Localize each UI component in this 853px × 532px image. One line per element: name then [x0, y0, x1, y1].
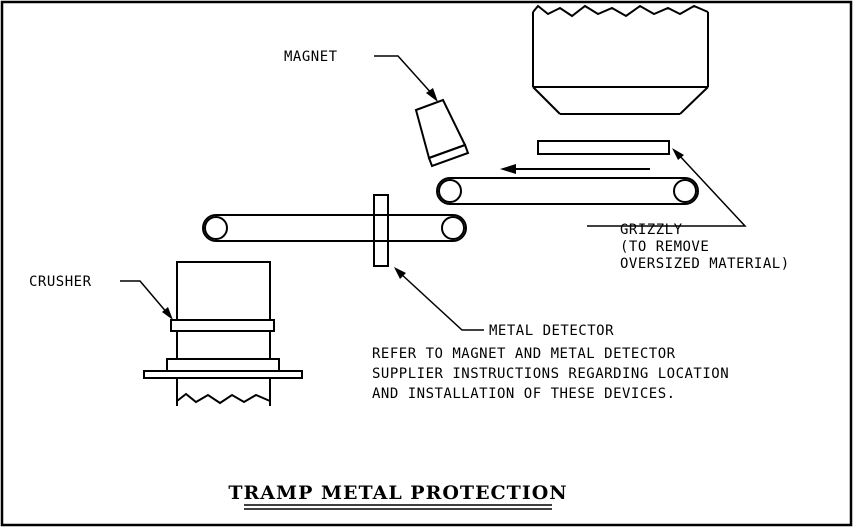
note-line2: SUPPLIER INSTRUCTIONS REGARDING LOCATION [372, 366, 729, 382]
crusher-device [143, 261, 303, 406]
hopper [532, 4, 709, 115]
drawing-title: TRAMP METAL PROTECTION [228, 482, 567, 504]
metal-detector-device [373, 194, 389, 267]
flow-arrow-icon [500, 164, 650, 174]
grizzly-label-line3: OVERSIZED MATERIAL) [620, 256, 790, 272]
grizzly-label-line2: (TO REMOVE [620, 239, 709, 255]
note-line1: REFER TO MAGNET AND METAL DETECTOR [372, 346, 676, 362]
note-line3: AND INSTALLATION OF THESE DEVICES. [372, 386, 676, 402]
upper-conveyor [436, 177, 699, 205]
magnet-device [414, 98, 470, 168]
magnet-leader [374, 55, 438, 102]
metal-detector-label: METAL DETECTOR [489, 323, 614, 339]
crusher-label: CRUSHER [29, 274, 92, 290]
crusher-leader [120, 280, 173, 320]
lower-conveyor [202, 214, 467, 242]
grizzly-leader [587, 148, 747, 227]
metal-detector-leader [394, 267, 484, 331]
magnet-label: MAGNET [284, 49, 338, 65]
grizzly-plate [537, 140, 670, 155]
grizzly-label-line1: GRIZZLY [620, 222, 683, 238]
